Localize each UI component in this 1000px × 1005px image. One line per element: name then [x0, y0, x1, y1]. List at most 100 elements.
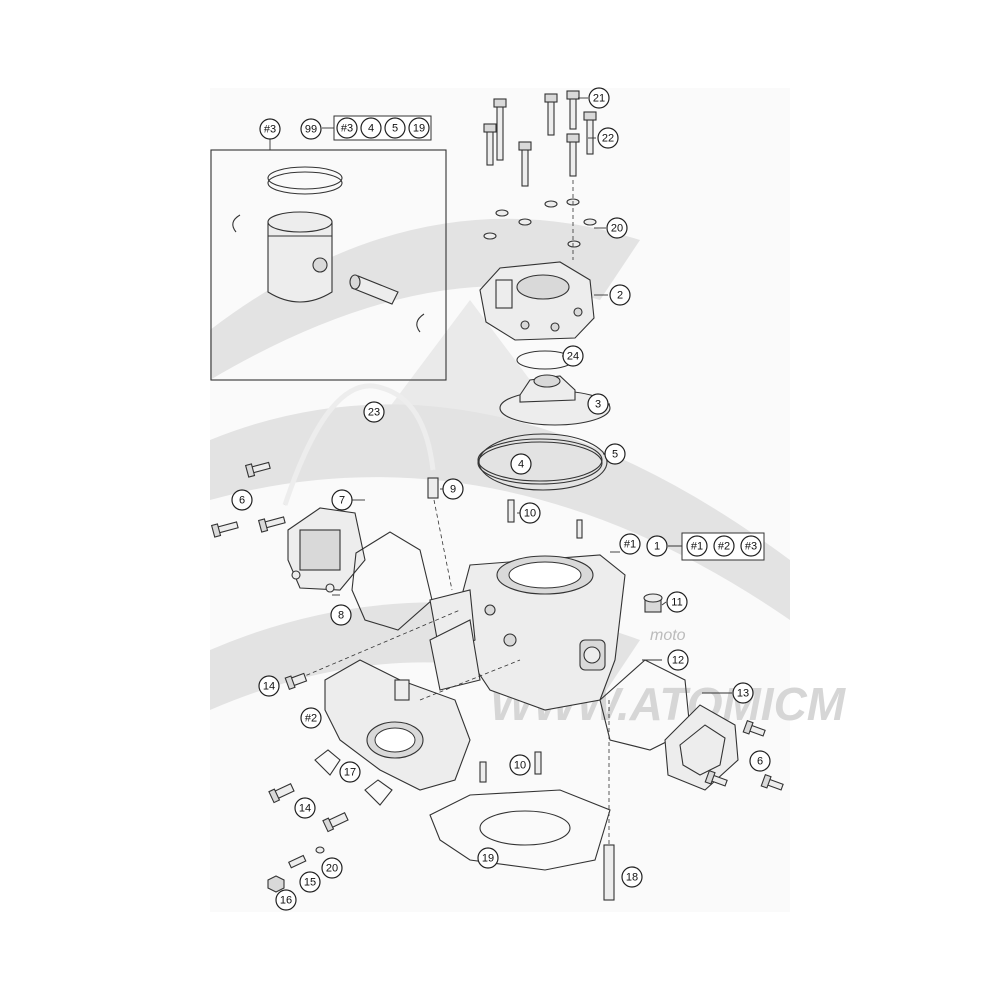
- callout-c6b: 6: [749, 750, 771, 772]
- callout-c10a-label: 10: [524, 508, 536, 520]
- kit-99-item-3-label: 19: [413, 123, 425, 135]
- piston-pin-circlip-left: [232, 214, 241, 233]
- cylinder-stud: [603, 700, 615, 901]
- flange-screw-top: [284, 672, 308, 691]
- callout-c10a: 10: [519, 502, 541, 524]
- callout-c23: 23: [363, 401, 385, 423]
- piston-kit-inset: [210, 138, 447, 381]
- flange-screw-bottom-1: [268, 783, 295, 804]
- callout-c8: 8: [330, 604, 352, 626]
- callout-c1_1: #1: [619, 533, 641, 555]
- callout-c3: 3: [587, 393, 609, 415]
- callout-c20a-label: 20: [611, 223, 623, 235]
- dowel-pin-bottom: [534, 751, 542, 775]
- flange-screw-bottom-2: [322, 812, 349, 833]
- watermark-brand-word: moto: [650, 627, 686, 644]
- dowel-pin-bottom-left: [479, 761, 487, 783]
- intake-flange: [324, 659, 471, 791]
- callout-c12: 12: [667, 649, 689, 671]
- callout-c4: 4: [510, 453, 532, 475]
- kit-99-item-2: 5: [384, 117, 406, 139]
- cylinder-head: [479, 261, 595, 341]
- callout-c2: 2: [609, 284, 631, 306]
- callout-c24-label: 24: [567, 351, 579, 363]
- kit-1-item-2: #3: [740, 535, 762, 557]
- kit-99-item-2-label: 5: [392, 123, 398, 135]
- hose-nozzle: [427, 477, 453, 591]
- kit-1-item-0-label: #1: [691, 541, 703, 553]
- callout-c10b-label: 10: [514, 760, 526, 772]
- callout-c10b: 10: [509, 754, 531, 776]
- callout-c6a-label: 6: [239, 495, 245, 507]
- cylinder: [429, 554, 626, 711]
- callout-c1-label: 1: [654, 541, 660, 553]
- callout-c19-label: 19: [482, 853, 494, 865]
- callout-c7-label: 7: [339, 495, 345, 507]
- callout-c20a: 20: [606, 217, 628, 239]
- callout-c18: 18: [621, 866, 643, 888]
- piston-pin-circlip-right: [416, 313, 425, 333]
- callout-c24: 24: [562, 345, 584, 367]
- callout-c1_1-label: #1: [624, 539, 636, 551]
- callout-c20b: 20: [321, 857, 343, 879]
- kit-1-item-2-label: #3: [745, 541, 757, 553]
- head-gasket-inner-edge: [477, 441, 603, 485]
- callout-c22: 22: [597, 127, 619, 149]
- kit-1-item-0: #1: [686, 535, 708, 557]
- kit-1-item-1-label: #2: [718, 541, 730, 553]
- callout-c7: 7: [331, 489, 353, 511]
- drain-plug: [643, 593, 663, 613]
- callout-c14b: 14: [294, 797, 316, 819]
- callout-c21: 21: [588, 87, 610, 109]
- callout-c9-label: 9: [450, 484, 456, 496]
- callout-c5: 5: [604, 443, 626, 465]
- piston-ring: [267, 171, 343, 195]
- callout-c6b-label: 6: [757, 756, 763, 768]
- lock-plate-1: [314, 749, 341, 776]
- callout-c13: 13: [732, 682, 754, 704]
- callout-c99-label: 99: [305, 124, 317, 136]
- callout-c17-label: 17: [344, 767, 356, 779]
- callout-c2-label: 2: [617, 290, 623, 302]
- callout-c13-label: 13: [737, 688, 749, 700]
- callout-c8-label: 8: [338, 610, 344, 622]
- callout-c18-label: 18: [626, 872, 638, 884]
- callout-c2_2: #2: [300, 707, 322, 729]
- callout-c23-label: 23: [368, 407, 380, 419]
- washer-small: [315, 846, 325, 854]
- callout-c3_3: #3: [259, 118, 281, 140]
- dowel-pin-top: [507, 499, 515, 523]
- dowel-pin-top-right: [576, 519, 583, 539]
- cover-gasket: [351, 531, 433, 631]
- callout-c15: 15: [299, 871, 321, 893]
- piston-pin: [349, 274, 399, 305]
- callout-c4-label: 4: [518, 459, 524, 471]
- callout-c21-label: 21: [593, 93, 605, 105]
- callout-c14a-label: 14: [263, 681, 275, 693]
- callout-c16-label: 16: [280, 895, 292, 907]
- pin: [288, 854, 307, 869]
- cover-screws-right: [704, 719, 784, 791]
- lock-plate-2: [364, 779, 393, 806]
- side-cover: [664, 704, 739, 791]
- callout-c22-label: 22: [602, 133, 614, 145]
- callout-c9: 9: [442, 478, 464, 500]
- callout-c5-label: 5: [612, 449, 618, 461]
- kit-1-item-1: #2: [713, 535, 735, 557]
- callout-c11-label: 11: [671, 597, 682, 609]
- callout-c14a: 14: [258, 675, 280, 697]
- callout-c2_2-label: #2: [305, 713, 317, 725]
- callout-c6a: 6: [231, 489, 253, 511]
- callout-c19: 19: [477, 847, 499, 869]
- callout-c15-label: 15: [304, 877, 316, 889]
- cover-screws-left: [210, 461, 286, 538]
- combustion-chamber-insert: [499, 374, 611, 426]
- piston-ring-top: [267, 166, 343, 190]
- exhaust-control-cover: [287, 507, 366, 593]
- callout-c16: 16: [275, 889, 297, 911]
- callout-c3-label: 3: [595, 399, 601, 411]
- kit-99-item-3: 19: [408, 117, 430, 139]
